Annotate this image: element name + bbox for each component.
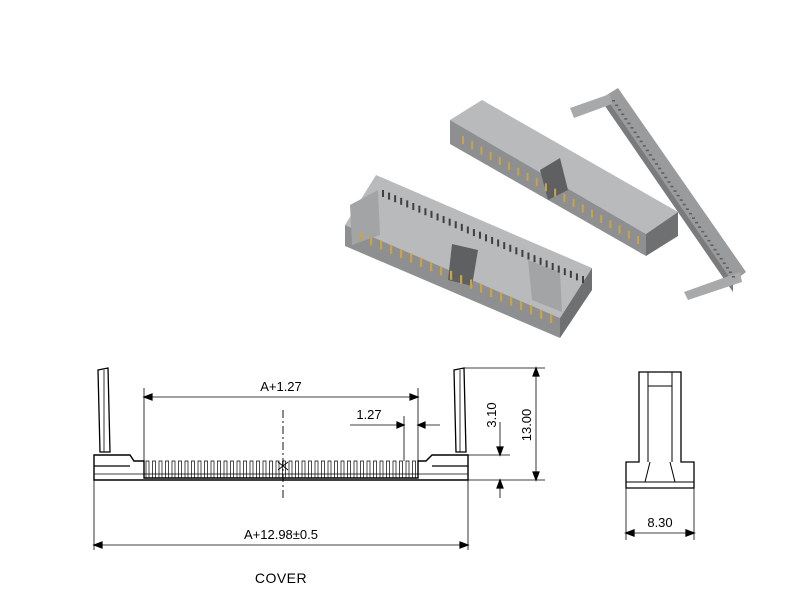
connector-photo-front	[345, 175, 592, 338]
dim-pitch-label: 1.27	[356, 407, 381, 422]
photo-connectors	[345, 88, 746, 338]
connector-photo-back	[450, 100, 678, 256]
side-view-drawing	[624, 371, 696, 540]
front-view-drawing	[92, 366, 545, 550]
dim-height-total-label: 13.00	[519, 409, 534, 442]
caption-cover: COVER	[255, 570, 307, 586]
dim-bottom-label: A+12.98±0.5	[244, 527, 318, 542]
connector-photo-cover-strip	[570, 88, 746, 300]
dim-height-small-label: 3.10	[484, 402, 499, 427]
dim-side-width-label: 8.30	[647, 515, 672, 530]
dim-top-label: A+1.27	[260, 379, 302, 394]
